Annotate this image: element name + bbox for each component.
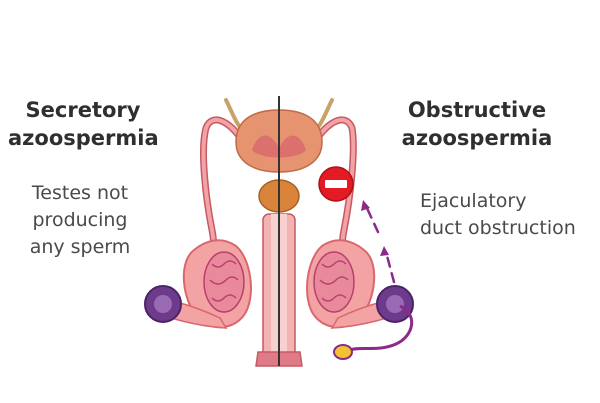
bladder-inner xyxy=(252,135,306,158)
obstructive-title-line1: Obstructive xyxy=(407,98,547,122)
left-testis xyxy=(144,239,252,329)
aspiration-probe xyxy=(333,304,413,360)
obstructive-description: Ejaculatory duct obstruction xyxy=(420,188,600,242)
secretory-azoospermia-title: Secretory azoospermia xyxy=(8,96,159,152)
secretory-desc-line3: any sperm xyxy=(29,236,131,258)
obstructive-azoospermia-title: Obstructive azoospermia xyxy=(398,96,556,152)
secretory-title-line2: azoospermia xyxy=(8,126,159,150)
arrow-head-lower xyxy=(380,246,389,256)
obstructive-title-line2: azoospermia xyxy=(401,126,553,150)
obstructive-desc-line2: duct obstruction xyxy=(420,217,576,239)
secretory-desc-line2: producing xyxy=(32,209,128,231)
obstructive-desc-line1: Ejaculatory xyxy=(420,190,527,212)
arrow-head-upper xyxy=(361,200,370,211)
secretory-title-line1: Secretory xyxy=(25,98,141,122)
secretory-desc-line1: Testes not xyxy=(31,182,129,204)
no-entry-icon xyxy=(318,166,354,202)
secretory-description: Testes not producing any sperm xyxy=(10,180,150,261)
right-testis xyxy=(306,239,414,329)
arrow-up-icon xyxy=(364,204,396,284)
